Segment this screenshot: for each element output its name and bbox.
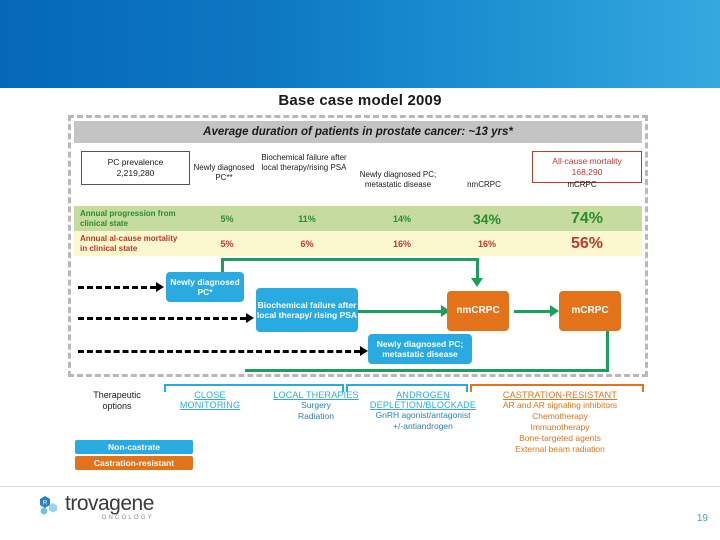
connector-bottom-rail [245,369,609,372]
row-label-annual-mortality: Annual al-cause mortality in clinical st… [80,233,178,253]
cell-progression-nmcrpc: 34% [472,210,502,227]
therapy-item-ar-inhibitors: AR and AR signaling inhibitors [502,400,618,410]
connector-rail-to-nmcrpc [476,258,479,280]
node-metastatic-disease[interactable]: Newly diagnosed PC; metastatic disease [368,334,472,364]
cell-progression-mcrpc: 74% [570,209,604,227]
bracket-non-castrate-left [164,384,344,392]
entry-arrow-head-3 [360,346,368,356]
all-cause-mortality-box: All-cause mortality 168,290 [532,151,642,183]
row-annual-progression: Annual progression from clinical state 5… [74,206,642,231]
connector-arrowhead-nmcrpc-top [471,278,483,287]
trovagene-hexagon-icon: R [36,495,62,521]
brand-logo: R trovagene ONCOLOGY [36,492,154,521]
therapy-head-androgen-depletion: ANDROGEN DEPLETION/BLOCKADE [369,390,477,410]
cell-progression-biochemical-failure: 11% [298,213,316,224]
therapy-head-close-monitoring: CLOSE MONITORING [179,390,241,410]
legend-item-castration-resistant: Castration-resistant [75,456,193,470]
bracket-non-castrate-right [346,384,468,392]
therapeutic-options-label: Therapeutic options [93,390,141,411]
therapy-head-local-therapies: LOCAL THERAPIES [273,390,359,400]
pc-prevalence-box: PC prevalence 2,219,280 [81,151,190,185]
connector-nmcrpc-to-mcrpc [514,310,550,313]
entry-arrow-head-2 [246,313,254,323]
entry-arrow-2 [78,317,246,320]
page-number: 19 [696,513,708,524]
base-case-model-diagram: Average duration of patients in prostate… [68,115,648,377]
connector-top-rail [221,258,479,261]
node-mcrpc[interactable]: mCRPC [559,291,621,331]
therapy-item-radiation: Radiation [298,411,334,421]
cell-mortality-metastatic-disease: 16% [392,238,411,249]
cell-mortality-newly-diagnosed-pc: 5% [220,238,234,249]
therapeutic-options-section: Therapeutic options CLOSE MONITORING LOC… [68,378,648,468]
flow-area: Newly diagnosed PC* Biochemical failure … [74,256,642,372]
therapy-item-gnrh: GnRH agonist/antagonist [375,410,471,420]
therapy-item-bone-targeted: Bone-targeted agents [519,433,601,443]
all-cause-mortality-value: 168,290 [571,167,603,177]
node-biochemical-failure[interactable]: Biochemical failure after local therapy/… [256,288,358,332]
row-label-annual-progression: Annual progression from clinical state [80,208,176,228]
connector-bcf-to-nmcrpc [281,310,441,313]
footer-divider [0,486,720,487]
entry-arrow-1 [78,286,156,289]
column-header-nmcrpc: nmCRPC [467,180,501,189]
bracket-castration-resistant [470,384,644,392]
column-header-mcrpc: mCRPC [567,180,597,189]
therapy-item-immunotherapy: Immunotherapy [530,422,590,432]
pc-prevalence-value: 2,219,280 [116,168,155,178]
cell-mortality-biochemical-failure: 6% [300,238,314,249]
connector-arrowhead-nmcrpc-left [441,305,450,317]
connector-arrowhead-mcrpc-left [550,305,559,317]
slide-header-band [0,0,720,88]
therapy-item-chemotherapy: Chemotherapy [532,411,588,421]
therapy-col-castration-resistant[interactable]: CASTRATION-RESISTANT AR and AR signaling… [480,390,640,455]
all-cause-mortality-label: All-cause mortality [552,156,622,166]
legend: Non-castrate Castration-resistant [75,440,193,472]
column-header-biochemical-failure: Biochemical failure after local therapy/… [261,153,347,172]
brand-tagline: ONCOLOGY [101,515,154,521]
therapy-item-antiandrogen: +/-antiandrogen [393,421,453,431]
svg-text:R: R [43,501,48,507]
brand-name: trovagene [65,492,154,515]
pc-prevalence-label: PC prevalence [107,157,164,167]
therapy-item-surgery: Surgery [301,400,331,410]
row-annual-mortality: Annual al-cause mortality in clinical st… [74,231,642,256]
node-newly-diagnosed-pc[interactable]: Newly diagnosed PC* [166,272,244,302]
therapy-col-close-monitoring[interactable]: CLOSE MONITORING [164,390,256,410]
node-nmcrpc[interactable]: nmCRPC [447,291,509,331]
therapy-col-local-therapies[interactable]: LOCAL THERAPIES Surgery Radiation [264,390,368,422]
diagram-banner: Average duration of patients in prostate… [74,121,642,143]
cell-progression-metastatic-disease: 14% [392,213,411,224]
entry-arrow-3 [78,350,360,353]
cell-progression-newly-diagnosed-pc: 5% [220,213,234,224]
connector-rail-to-mcrpc [606,330,609,372]
cell-mortality-nmcrpc: 16% [477,238,496,249]
entry-arrow-head-1 [156,282,164,292]
legend-item-non-castrate: Non-castrate [75,440,193,454]
therapy-item-external-beam: External beam radiation [515,444,605,454]
therapy-head-castration-resistant: CASTRATION-RESISTANT [502,390,618,400]
connector-ndpc-up [221,258,224,274]
page-title: Base case model 2009 [278,92,442,109]
therapy-col-androgen-depletion[interactable]: ANDROGEN DEPLETION/BLOCKADE GnRH agonist… [368,390,478,432]
column-header-newly-diagnosed-pc: Newly diagnosed PC** [193,163,255,182]
cell-mortality-mcrpc: 56% [570,234,604,252]
column-header-metastatic-disease: Newly diagnosed PC; metastatic disease [359,170,437,189]
